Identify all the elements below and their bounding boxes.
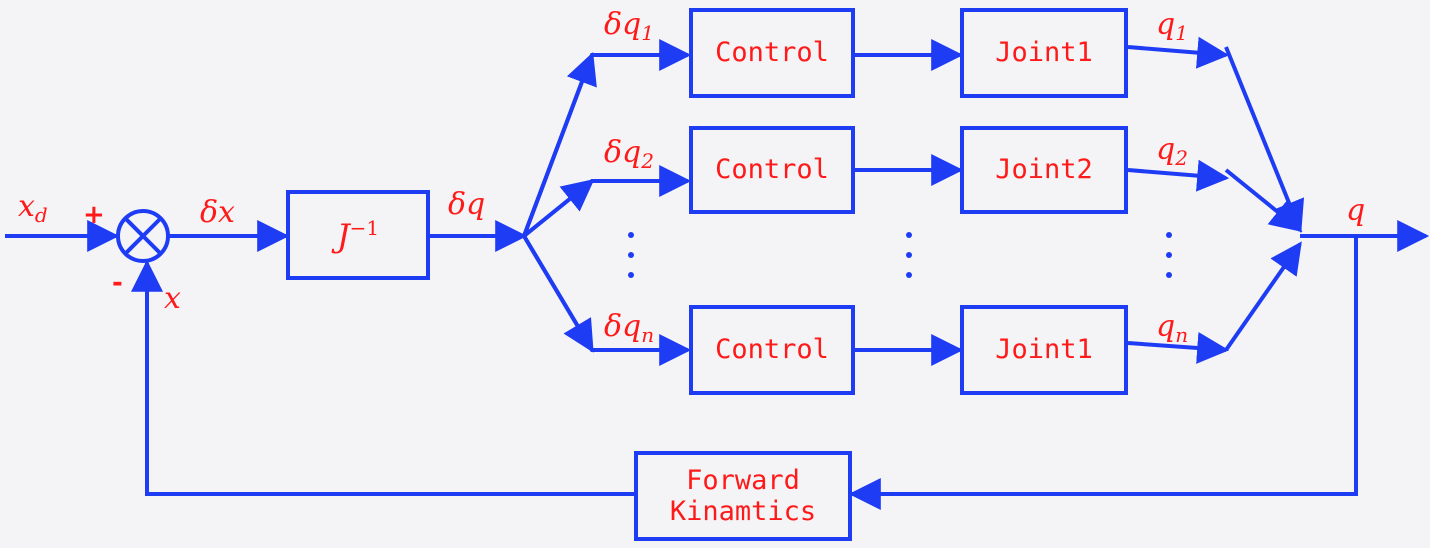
ellipsis-control: [628, 232, 636, 292]
branch-arrow-1: [522, 52, 597, 237]
label-plus: +: [83, 200, 105, 230]
control1-block: Control: [689, 8, 855, 98]
branch-to-control2: [522, 165, 692, 238]
ellipsis-joint: [906, 232, 914, 292]
branch-arrow-n: [522, 234, 594, 353]
controln-label: Control: [715, 334, 829, 366]
joint1-label: Joint1: [995, 37, 1093, 69]
feedback-to-fk: [848, 236, 1358, 510]
jointn-block: Joint1: [960, 305, 1128, 395]
arrow-q1-out: [1127, 36, 1230, 69]
jinv-base: J: [336, 217, 350, 255]
control1-label: Control: [715, 37, 829, 69]
label-qn: qn: [1156, 309, 1189, 347]
forward-kinematics-block: Forward Kinamtics: [634, 451, 852, 541]
label-dq1: δq1: [604, 7, 654, 45]
jinv-block: J−1: [286, 190, 430, 280]
label-q1: q1: [1156, 7, 1188, 45]
jointn-label: Joint1: [995, 334, 1093, 366]
label-dx: δx: [200, 195, 235, 230]
label-q: q: [1346, 193, 1366, 228]
fk-line2: Kinamtics: [669, 496, 817, 527]
controln-block: Control: [689, 305, 855, 395]
label-q2: q2: [1156, 132, 1188, 170]
joint2-block: Joint2: [960, 126, 1128, 214]
arrow-qn-out: [1127, 331, 1230, 364]
label-dqn: δqn: [604, 309, 655, 347]
control2-label: Control: [715, 154, 829, 186]
label-minus: -: [112, 268, 123, 298]
ellipsis-output: [1166, 232, 1174, 292]
label-x: x: [164, 281, 181, 316]
label-xd: xd: [18, 189, 48, 227]
label-dq: δq: [448, 187, 486, 222]
control2-block: Control: [689, 126, 855, 214]
fk-line1: Forward: [686, 464, 800, 496]
feedback-to-summer: [131, 259, 636, 496]
joint1-block: Joint1: [960, 8, 1128, 98]
joint2-label: Joint2: [995, 154, 1093, 186]
summing-cross-b: [123, 216, 163, 256]
branch-arrow-2: [522, 178, 595, 238]
jinv-sup: −1: [349, 216, 380, 240]
merge-from-q2: [1224, 168, 1303, 233]
label-dq2: δq2: [604, 135, 654, 173]
merge-from-qn: [1224, 241, 1302, 352]
arrow-q2-out: [1127, 159, 1230, 192]
